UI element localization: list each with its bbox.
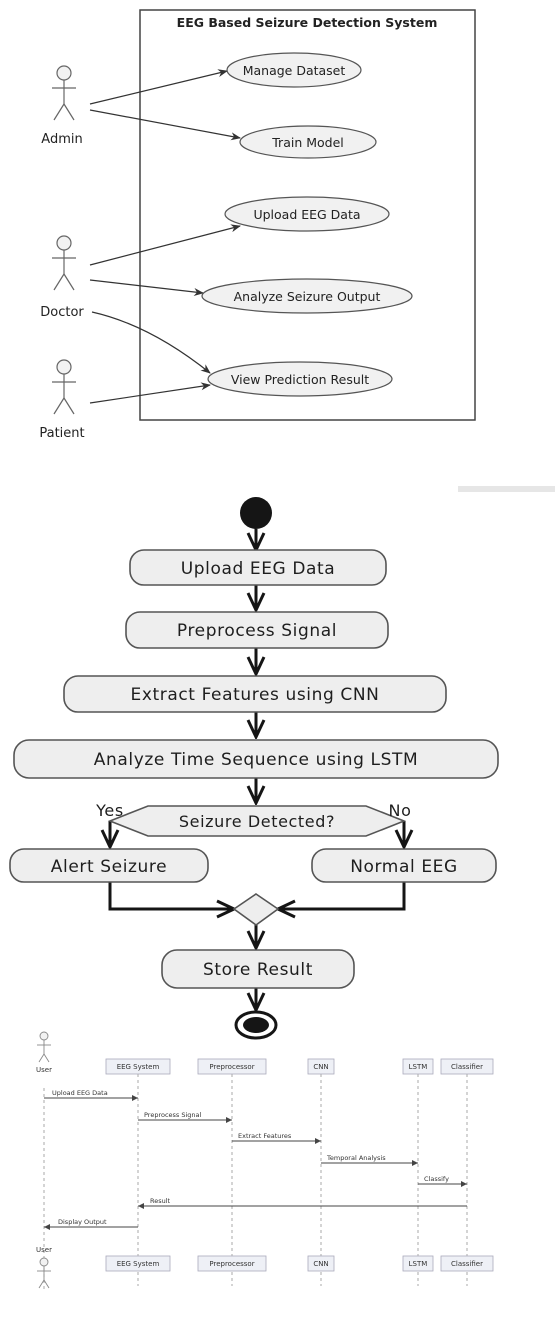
participant-lstm-top: LSTM — [402, 1058, 434, 1075]
use-case-label: View Prediction Result — [231, 372, 369, 387]
stick-figure-icon — [52, 359, 76, 415]
activity-analyze-lstm: Analyze Time Sequence using LSTM — [13, 739, 499, 779]
decision-seizure-detected: Seizure Detected? Yes No — [95, 801, 412, 837]
sequence-diagram: User EEG System Preprocessor CNN LSTM Cl… — [36, 1031, 494, 1290]
merge-node — [232, 893, 280, 926]
activity-upload-eeg-data: Upload EEG Data — [129, 549, 387, 586]
actor-patient: Patient — [39, 359, 85, 441]
lifelines — [43, 1074, 468, 1290]
sequence-message-labels: Upload EEG Data Preprocess Signal Extrac… — [52, 1089, 449, 1226]
association-patient-view — [89, 382, 211, 404]
message-label: Display Output — [58, 1218, 107, 1226]
scan-shadow — [458, 486, 555, 492]
participant-cnn-top: CNN — [307, 1058, 335, 1075]
use-case-analyze-seizure-output: Analyze Seizure Output — [201, 278, 413, 314]
participant-label: Classifier — [451, 1260, 483, 1268]
participant-label: Preprocessor — [209, 1063, 254, 1071]
decision-yes-label: Yes — [95, 801, 124, 820]
use-case-label: Manage Dataset — [243, 63, 346, 78]
actor-doctor: Doctor — [40, 235, 84, 320]
activity-extract-features: Extract Features using CNN — [63, 675, 447, 713]
stick-figure-icon — [37, 1257, 51, 1289]
decision-label: Seizure Detected? — [179, 812, 335, 831]
participant-eeg-system-top: EEG System — [105, 1058, 171, 1075]
activity-label: Alert Seizure — [51, 857, 167, 877]
activity-label: Store Result — [203, 960, 313, 980]
participant-label: Preprocessor — [209, 1260, 254, 1268]
participant-label: LSTM — [409, 1260, 428, 1268]
participant-label: CNN — [313, 1260, 328, 1268]
association-admin-manage — [89, 69, 228, 105]
associations — [89, 69, 241, 404]
use-case-label: Upload EEG Data — [253, 207, 360, 222]
association-doctor-view — [91, 311, 211, 374]
activity-diagram: Upload EEG Data Preprocess Signal Extrac… — [9, 497, 499, 1040]
stick-figure-icon — [37, 1031, 51, 1063]
participant-user-top: User — [36, 1031, 52, 1074]
participant-cnn-bottom: CNN — [307, 1255, 335, 1272]
use-case-view-prediction-result: View Prediction Result — [207, 361, 393, 397]
activity-store-result: Store Result — [161, 949, 355, 989]
message-label: Extract Features — [238, 1132, 292, 1140]
activity-normal-eeg: Normal EEG — [311, 848, 497, 883]
activity-preprocess-signal: Preprocess Signal — [125, 611, 389, 649]
association-admin-train — [89, 109, 241, 141]
actor-label: Admin — [41, 132, 82, 147]
end-node — [234, 1010, 278, 1040]
activity-label: Extract Features using CNN — [130, 685, 379, 705]
participant-classifier-top: Classifier — [440, 1058, 494, 1075]
activity-alert-seizure: Alert Seizure — [9, 848, 209, 883]
message-label: Result — [150, 1197, 171, 1205]
use-case-label: Train Model — [271, 135, 344, 150]
activity-label: Analyze Time Sequence using LSTM — [94, 750, 419, 770]
system-title: EEG Based Seizure Detection System — [177, 15, 438, 30]
association-doctor-analyze — [89, 279, 204, 296]
use-case-label: Analyze Seizure Output — [234, 289, 381, 304]
participant-preprocessor-top: Preprocessor — [197, 1058, 267, 1075]
activity-label: Normal EEG — [350, 857, 458, 877]
actor-label: Doctor — [40, 305, 84, 320]
use-case-upload-eeg-data: Upload EEG Data — [224, 196, 390, 232]
participant-label: EEG System — [117, 1260, 160, 1268]
activity-flow-lines — [110, 529, 404, 1010]
use-case-diagram: EEG Based Seizure Detection System Admin… — [39, 9, 476, 441]
participant-label: LSTM — [409, 1063, 428, 1071]
actor-label: Patient — [39, 426, 84, 441]
participant-classifier-bottom: Classifier — [440, 1255, 494, 1272]
stick-figure-icon — [52, 235, 76, 291]
message-label: Preprocess Signal — [144, 1111, 202, 1119]
use-case-manage-dataset: Manage Dataset — [226, 52, 362, 88]
association-doctor-upload — [89, 224, 241, 266]
start-node — [240, 497, 272, 529]
message-label: Classify — [424, 1175, 449, 1183]
participant-lstm-bottom: LSTM — [402, 1255, 434, 1272]
stick-figure-icon — [52, 65, 76, 121]
participant-label: CNN — [313, 1063, 328, 1071]
participant-preprocessor-bottom: Preprocessor — [197, 1255, 267, 1272]
participant-label: Classifier — [451, 1063, 483, 1071]
participant-label: User — [36, 1246, 52, 1254]
decision-no-label: No — [389, 801, 412, 820]
message-label: Upload EEG Data — [52, 1089, 108, 1097]
participant-eeg-system-bottom: EEG System — [105, 1255, 171, 1272]
participant-user-bottom: User — [36, 1246, 52, 1289]
actor-admin: Admin — [41, 65, 83, 147]
sequence-messages — [44, 1095, 467, 1230]
participant-label: User — [36, 1066, 52, 1074]
activity-label: Upload EEG Data — [181, 559, 336, 579]
message-label: Temporal Analysis — [326, 1154, 386, 1162]
participant-label: EEG System — [117, 1063, 160, 1071]
activity-label: Preprocess Signal — [177, 621, 337, 641]
use-case-train-model: Train Model — [239, 125, 377, 159]
